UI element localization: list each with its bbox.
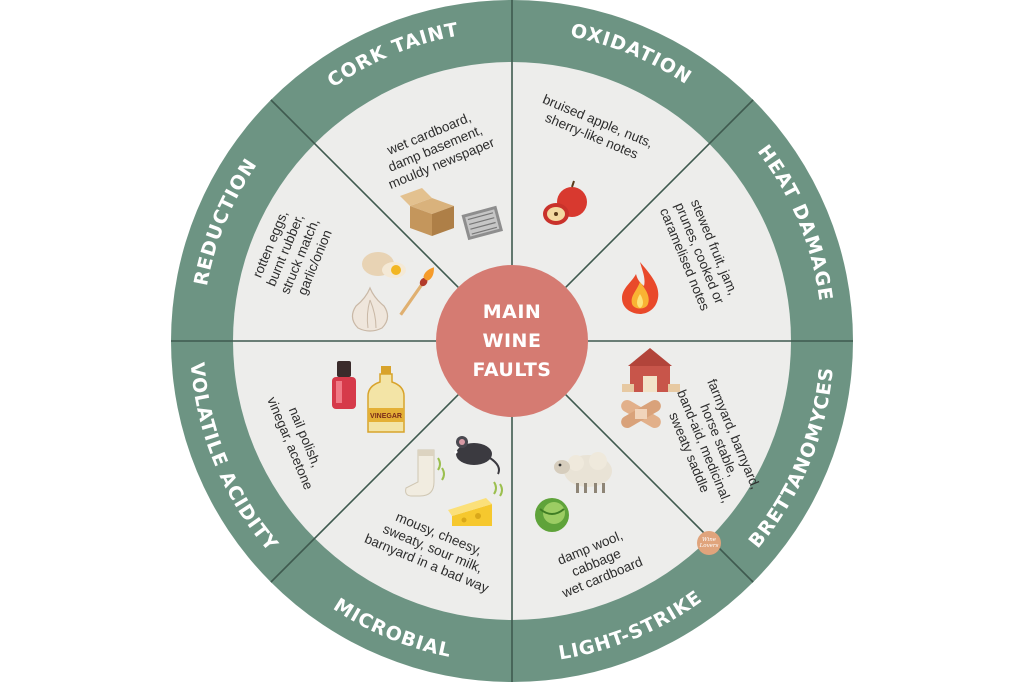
segment-icons: VINEGAR (332, 180, 680, 532)
garlic-icon (351, 286, 389, 332)
vinegar-label: VINEGAR (370, 413, 402, 420)
sheep-icon (554, 452, 612, 493)
sock-icon (405, 449, 445, 497)
apple-icon (543, 180, 587, 225)
fire-icon (622, 262, 659, 314)
divider-line (565, 394, 754, 583)
divider-line (270, 99, 459, 288)
center-title-line-3: FAULTS (473, 359, 552, 381)
vinegar-bottle-icon: VINEGAR (367, 366, 405, 433)
mouse-icon (454, 436, 500, 475)
logo-badge (697, 531, 721, 555)
cabbage-icon (535, 498, 569, 532)
cardboard-box-icon (400, 188, 454, 236)
match-icon (399, 267, 434, 316)
newspaper-icon (461, 205, 504, 241)
logo-text: Wine (702, 537, 717, 543)
center-circle (436, 265, 588, 417)
egg-icon (362, 252, 406, 278)
logo-text: Lovers (699, 543, 719, 549)
divider-line (565, 99, 754, 288)
bandage-icon (621, 400, 661, 428)
divider-line (270, 394, 459, 583)
barn-icon (622, 348, 680, 392)
nail-polish-icon (332, 361, 356, 409)
cheese-icon (448, 481, 503, 526)
segment-dividers (171, 0, 853, 682)
center-title-line-1: MAIN (483, 301, 542, 323)
center-title-line-2: WINE (483, 330, 542, 352)
